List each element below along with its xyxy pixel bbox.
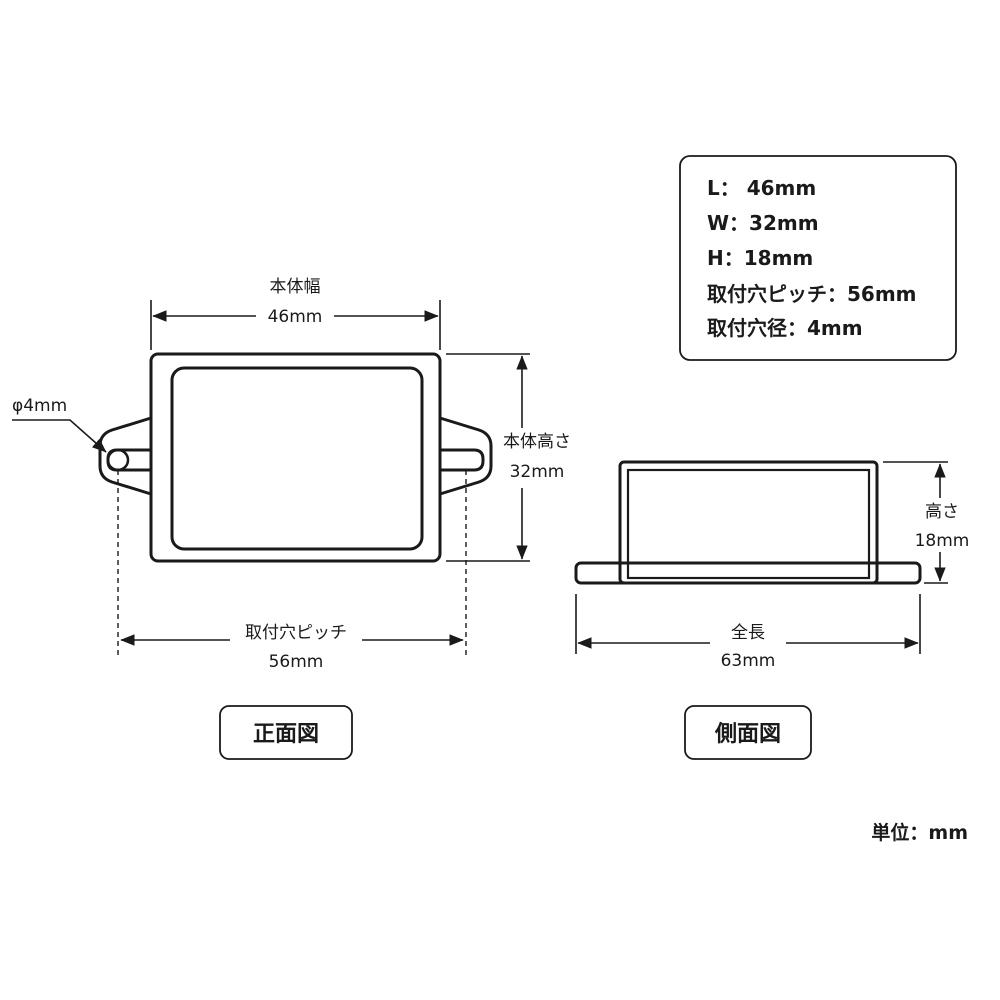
- spec-length: L： 46mm: [707, 176, 816, 200]
- spec-height: H：18mm: [707, 246, 813, 270]
- height-label-background: [495, 430, 577, 484]
- front-view-caption: 正面図: [253, 722, 319, 747]
- width-value: 46mm: [268, 307, 323, 327]
- left-mounting-slot: [106, 448, 151, 472]
- hole-diameter-label: φ4mm: [12, 396, 67, 416]
- hole-leader-line: [12, 419, 107, 453]
- front-view-caption-box: [219, 705, 353, 760]
- front-body-inner-panel: [170, 366, 424, 551]
- side-view-caption-box: [684, 705, 812, 760]
- width-label: 本体幅: [270, 277, 321, 297]
- side-length-label: 全長: [731, 623, 765, 643]
- side-height-label: 高さ: [925, 502, 959, 522]
- pitch-label: 取付穴ピッチ: [245, 623, 347, 643]
- side-height-label-background: [910, 499, 980, 551]
- side-body-outer: [618, 460, 879, 585]
- spec-box-border: [679, 155, 957, 361]
- side-length-value: 63mm: [721, 651, 776, 671]
- front-view: 本体幅 46mm φ4mm 本体高さ 32mm 取付穴ピッチ 56mm 正面図: [12, 277, 577, 760]
- side-view-caption: 側面図: [714, 722, 781, 747]
- side-view: 高さ 18mm 全長 63mm 側面図: [574, 460, 980, 760]
- spec-hole-diameter: 取付穴径：4mm: [707, 316, 863, 340]
- right-mounting-slot: [440, 448, 485, 472]
- spec-box: L： 46mm W：32mm H：18mm 取付穴ピッチ：56mm 取付穴径：4…: [679, 155, 957, 361]
- front-body-outer: [149, 352, 442, 563]
- spec-width: W：32mm: [707, 211, 819, 235]
- side-height-value: 18mm: [915, 531, 970, 551]
- side-body-inner: [626, 468, 871, 580]
- height-label: 本体高さ: [503, 432, 571, 452]
- spec-hole-pitch: 取付穴ピッチ：56mm: [707, 282, 917, 306]
- right-mounting-tab: [439, 416, 493, 496]
- pitch-value: 56mm: [269, 652, 324, 672]
- mounting-hole: [106, 448, 130, 472]
- unit-note: 単位：mm: [871, 821, 968, 844]
- height-value: 32mm: [510, 462, 565, 482]
- left-mounting-tab: [98, 416, 152, 496]
